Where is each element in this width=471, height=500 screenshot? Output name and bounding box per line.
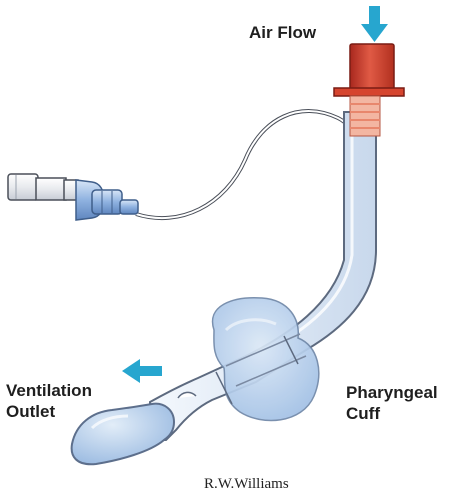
tube-bands xyxy=(215,335,299,405)
ventilation-line-2: Outlet xyxy=(6,402,56,421)
distal-tip xyxy=(70,391,197,466)
pharyngeal-line-2: Cuff xyxy=(346,404,380,423)
air-flow-label: Air Flow xyxy=(249,22,316,43)
pharyngeal-cuff-label: Pharyngeal Cuff xyxy=(346,382,438,424)
tube-connector xyxy=(333,43,405,137)
air-flow-arrow xyxy=(361,6,388,42)
ventilation-line-1: Ventilation xyxy=(6,381,92,400)
pilot-line xyxy=(135,109,360,220)
artist-signature: R.W.Williams xyxy=(204,476,289,492)
ventilation-outlet-label: Ventilation Outlet xyxy=(6,380,92,422)
pilot-valve xyxy=(7,173,139,221)
air-flow-text: Air Flow xyxy=(249,23,317,42)
ventilation-arrow xyxy=(122,359,162,383)
pharyngeal-line-1: Pharyngeal xyxy=(346,383,438,402)
pharyngeal-cuff xyxy=(211,297,320,422)
